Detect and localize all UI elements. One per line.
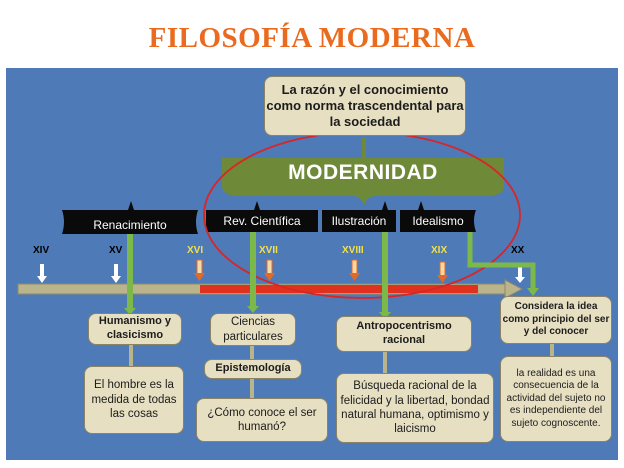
epistemologia-text: Epistemología: [215, 362, 291, 375]
century-xv: XV: [109, 245, 123, 256]
busqueda-text: Búsqueda racional de la felicidad y la l…: [340, 380, 490, 436]
top-concept-text: La razón y el conocimiento como norma tr…: [266, 81, 464, 130]
revcientifica-header-shape: [206, 201, 318, 232]
century-arrow-xviii: [349, 259, 360, 281]
top-box-connector: [362, 137, 366, 159]
busqueda-box: Búsqueda racional de la felicidad y la l…: [336, 373, 494, 443]
century-xviii: XVIII: [342, 245, 364, 256]
hombre-medida-text: El hombre es la medida de todas las cosa…: [91, 379, 177, 421]
considera-text: Considera la idea como principio del ser…: [502, 301, 610, 338]
page-title: FILOSOFÍA MODERNA: [148, 22, 476, 54]
century-xiv: XIV: [33, 245, 50, 256]
epistemologia-box: Epistemología: [204, 359, 302, 379]
ilustracion-arrow: [379, 232, 391, 319]
realidad-box: la realidad es una consecuencia de la ac…: [500, 356, 612, 442]
como-conoce-box: ¿Cómo conoce el ser humanó?: [196, 398, 328, 442]
ciencias-box: Ciencias particulares: [210, 313, 296, 346]
century-arrow-xvi: [194, 259, 205, 281]
era-renacimiento: Renacimiento: [93, 218, 167, 232]
humanismo-connector: [129, 343, 133, 367]
top-concept-box: La razón y el conocimiento como norma tr…: [264, 76, 466, 136]
timeline-arrowhead: [504, 279, 524, 299]
considera-box: Considera la idea como principio del ser…: [500, 296, 612, 344]
revcientifica-arrow: [247, 232, 259, 313]
modernidad-banner: [222, 158, 504, 188]
renacimiento-header-shape: [62, 201, 198, 234]
humanismo-box: Humanismo y clasicismo: [88, 313, 182, 345]
como-conoce-text: ¿Cómo conoce el ser humanó?: [207, 406, 317, 433]
century-xx: XX: [511, 245, 525, 256]
century-arrow-xv: [111, 264, 121, 283]
considera-connector: [550, 342, 554, 356]
era-ilustracion: Ilustración: [331, 214, 387, 228]
century-arrow-xix: [437, 261, 448, 283]
modernidad-brace: [222, 186, 504, 206]
ciencias-text: Ciencias particulares: [223, 316, 283, 343]
century-xvi: XVI: [187, 245, 204, 256]
ciencias-connector: [250, 345, 254, 359]
realidad-text: la realidad es una consecuencia de la ac…: [506, 367, 606, 429]
idealismo-arrow: [467, 232, 539, 296]
modernidad-label: MODERNIDAD: [288, 161, 438, 184]
century-arrow-xvii: [264, 259, 275, 281]
antropocentrismo-connector: [383, 351, 387, 373]
idealismo-header-shape: [400, 201, 476, 232]
epistemologia-connector: [250, 378, 254, 398]
antropocentrismo-box: Antropocentrismo racional: [336, 316, 472, 352]
era-revolucion-cientifica: Rev. Científica: [223, 214, 301, 228]
era-idealismo: Idealismo: [412, 214, 464, 228]
century-xix: XIX: [431, 245, 448, 256]
century-arrow-xx: [515, 266, 525, 283]
modern-timeline-segment: [200, 285, 478, 293]
century-arrow-xiv: [37, 264, 47, 283]
ilustracion-header-shape: [322, 201, 396, 232]
humanismo-text: Humanismo y clasicismo: [98, 315, 172, 341]
renacimiento-arrow: [124, 234, 136, 315]
century-xvii: XVII: [259, 245, 278, 256]
hombre-medida-box: El hombre es la medida de todas las cosa…: [84, 366, 184, 434]
antropocentrismo-text: Antropocentrismo racional: [356, 320, 452, 346]
